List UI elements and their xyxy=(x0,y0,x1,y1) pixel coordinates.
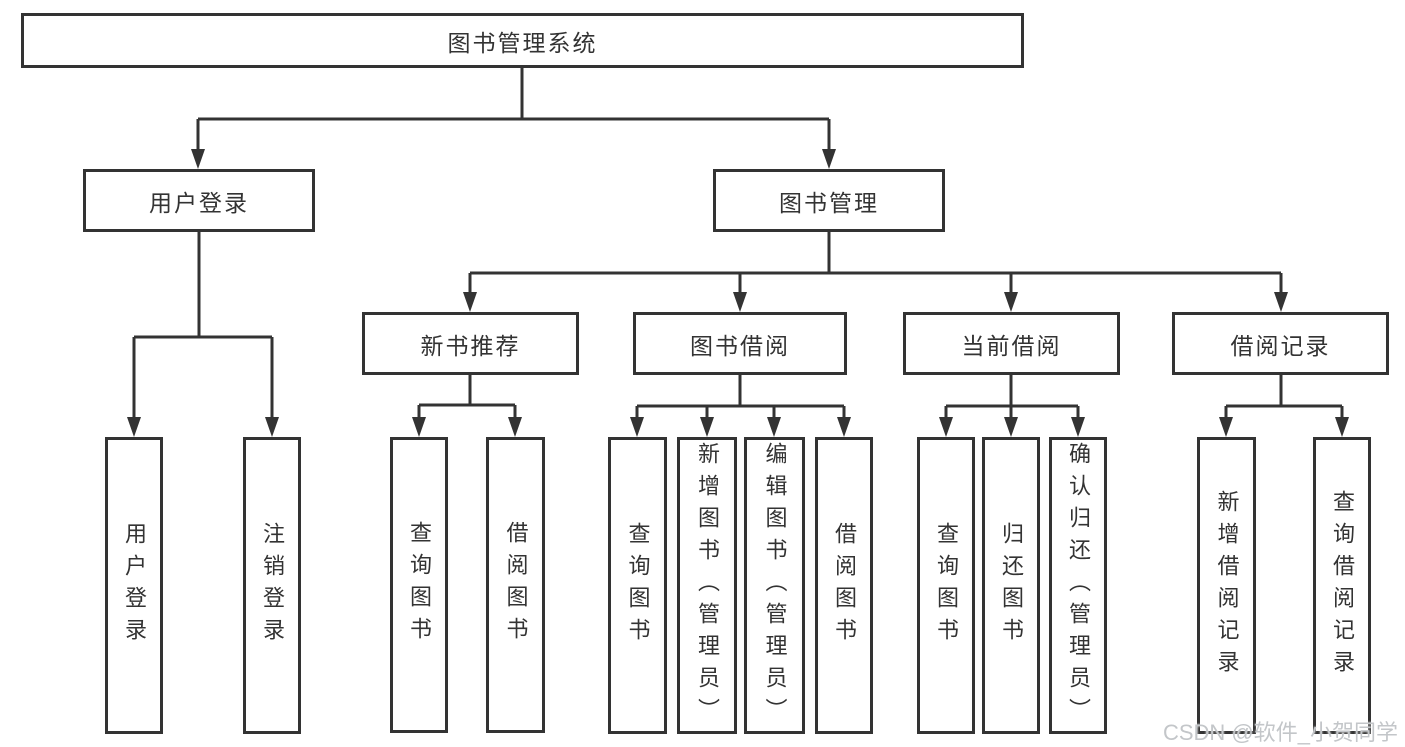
node-leaf-return-books-label: 归还图书 xyxy=(999,521,1024,650)
node-leaf-query-books-borrowing-label: 查询图书 xyxy=(625,521,651,650)
node-leaf-add-borrow-record: 新增借阅记录 xyxy=(1197,437,1256,734)
node-book-management: 图书管理 xyxy=(713,169,945,232)
node-leaf-borrow-books-recommend: 借阅图书 xyxy=(486,437,545,733)
node-leaf-borrow-books: 借阅图书 xyxy=(815,437,873,734)
node-leaf-confirm-return-admin: 确认归还（管理员） xyxy=(1049,437,1107,734)
node-leaf-query-books-recommend: 查询图书 xyxy=(390,437,448,733)
node-library-system-label: 图书管理系统 xyxy=(447,29,598,56)
connector-current-borrow-to-leaves xyxy=(939,375,1085,437)
node-new-book-recommend: 新书推荐 xyxy=(362,312,579,375)
node-book-borrowing: 图书借阅 xyxy=(633,312,847,375)
node-leaf-query-books-recommend-label: 查询图书 xyxy=(407,521,432,649)
node-leaf-edit-books-admin-label: 编辑图书（管理员） xyxy=(762,441,788,730)
node-user-login: 用户登录 xyxy=(83,169,315,232)
node-leaf-query-borrow-record-label: 查询借阅记录 xyxy=(1330,489,1355,682)
csdn-watermark: CSDN @软件_小贺同学 xyxy=(1162,720,1398,745)
connector-user-login-to-leaves xyxy=(127,232,279,437)
node-borrowing-records: 借阅记录 xyxy=(1172,312,1389,375)
node-leaf-logout-label: 注销登录 xyxy=(260,521,285,650)
node-leaf-query-books-current-label: 查询图书 xyxy=(934,521,959,650)
node-leaf-query-books-borrowing: 查询图书 xyxy=(608,437,667,734)
connector-book-borrow-to-leaves xyxy=(630,375,851,437)
connector-borrow-record-to-leaves xyxy=(1219,375,1349,437)
node-book-management-label: 图书管理 xyxy=(779,189,879,216)
node-leaf-add-books-admin-label: 新增图书（管理员） xyxy=(695,441,720,730)
node-leaf-query-books-current: 查询图书 xyxy=(917,437,975,734)
node-book-borrowing-label: 图书借阅 xyxy=(690,332,790,359)
node-borrowing-records-label: 借阅记录 xyxy=(1230,332,1331,359)
node-leaf-logout: 注销登录 xyxy=(243,437,301,734)
node-leaf-user-login: 用户登录 xyxy=(105,437,163,734)
node-leaf-confirm-return-admin-label: 确认归还（管理员） xyxy=(1066,441,1091,730)
connector-book-mgmt-to-level3 xyxy=(463,232,1288,312)
node-leaf-borrow-books-label: 借阅图书 xyxy=(832,521,857,650)
node-new-book-recommend-label: 新书推荐 xyxy=(420,332,521,359)
node-leaf-return-books: 归还图书 xyxy=(982,437,1040,734)
node-library-system: 图书管理系统 xyxy=(21,13,1024,68)
connector-new-book-to-leaves xyxy=(412,375,522,437)
node-current-borrowing: 当前借阅 xyxy=(903,312,1120,375)
node-leaf-edit-books-admin: 编辑图书（管理员） xyxy=(744,437,805,734)
node-user-login-label: 用户登录 xyxy=(149,189,249,216)
node-leaf-add-borrow-record-label: 新增借阅记录 xyxy=(1214,489,1240,682)
connector-root-to-level2 xyxy=(191,68,836,169)
node-leaf-add-books-admin: 新增图书（管理员） xyxy=(677,437,737,734)
node-current-borrowing-label: 当前借阅 xyxy=(961,332,1062,359)
node-leaf-user-login-label: 用户登录 xyxy=(122,521,147,650)
node-leaf-query-borrow-record: 查询借阅记录 xyxy=(1313,437,1371,734)
node-leaf-borrow-books-recommend-label: 借阅图书 xyxy=(503,521,529,649)
